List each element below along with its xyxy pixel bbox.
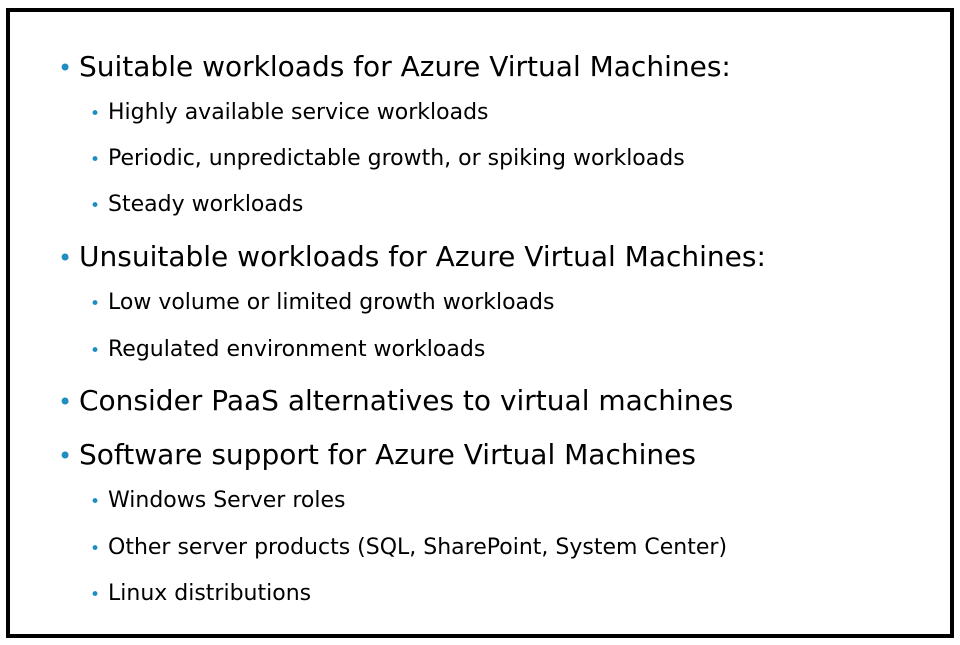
bullet-text: Linux distributions <box>108 581 312 606</box>
bullet-item-regulated-environment: • Regulated environment workloads <box>90 337 485 362</box>
bullet-dot-icon: • <box>90 492 101 512</box>
bullet-text: Unsuitable workloads for Azure Virtual M… <box>79 240 766 273</box>
bullet-text: Highly available service workloads <box>108 100 489 125</box>
bullet-item-periodic-growth: • Periodic, unpredictable growth, or spi… <box>90 146 685 171</box>
bullet-item-linux-distributions: • Linux distributions <box>90 581 311 606</box>
bullet-item-software-support: • Software support for Azure Virtual Mac… <box>58 438 696 471</box>
bullet-dot-icon: • <box>58 244 73 272</box>
bullet-dot-icon: • <box>58 388 73 416</box>
bullet-item-suitable-workloads: • Suitable workloads for Azure Virtual M… <box>58 50 731 83</box>
bullet-dot-icon: • <box>90 294 101 314</box>
bullet-dot-icon: • <box>90 539 101 559</box>
bullet-item-unsuitable-workloads: • Unsuitable workloads for Azure Virtual… <box>58 240 766 273</box>
bullet-dot-icon: • <box>90 196 101 216</box>
bullet-dot-icon: • <box>90 585 101 605</box>
bullet-text: Software support for Azure Virtual Machi… <box>79 438 696 471</box>
bullet-text: Consider PaaS alternatives to virtual ma… <box>79 384 734 417</box>
bullet-dot-icon: • <box>90 341 101 361</box>
slide-frame: • Suitable workloads for Azure Virtual M… <box>6 8 954 638</box>
bullet-text: Windows Server roles <box>108 488 346 513</box>
bullet-text: Regulated environment workloads <box>108 337 486 362</box>
bullet-item-highly-available: • Highly available service workloads <box>90 100 489 125</box>
bullet-text: Suitable workloads for Azure Virtual Mac… <box>79 50 731 83</box>
bullet-item-windows-server-roles: • Windows Server roles <box>90 488 345 513</box>
bullet-text: Low volume or limited growth workloads <box>108 290 555 315</box>
bullet-item-low-volume: • Low volume or limited growth workloads <box>90 290 554 315</box>
bullet-item-steady-workloads: • Steady workloads <box>90 192 303 217</box>
bullet-text: Other server products (SQL, SharePoint, … <box>108 535 728 560</box>
bullet-dot-icon: • <box>58 54 73 82</box>
bullet-text: Steady workloads <box>108 192 304 217</box>
bullet-item-other-server-products: • Other server products (SQL, SharePoint… <box>90 535 727 560</box>
bullet-dot-icon: • <box>90 150 101 170</box>
bullet-dot-icon: • <box>90 104 101 124</box>
bullet-item-paas-alternatives: • Consider PaaS alternatives to virtual … <box>58 384 733 417</box>
bullet-text: Periodic, unpredictable growth, or spiki… <box>108 146 685 171</box>
bullet-dot-icon: • <box>58 442 73 470</box>
